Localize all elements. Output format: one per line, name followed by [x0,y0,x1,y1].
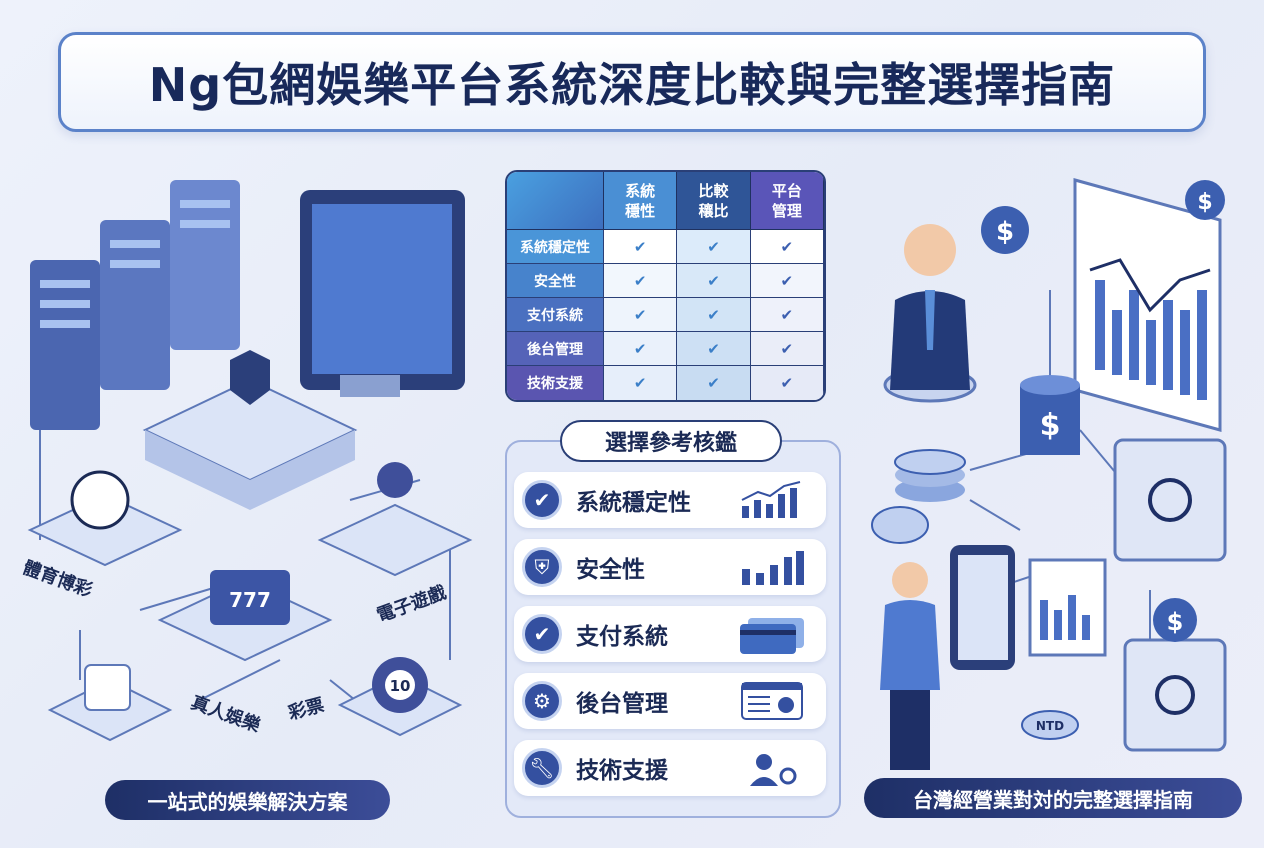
dice-platform [47,664,173,742]
businessman-icon [883,224,977,403]
svg-text:$: $ [1167,608,1184,636]
guide-item-label: 系統穩定性 [576,490,691,516]
check-icon: ✔ [604,366,678,400]
check-icon: ✔ [677,264,751,298]
guide-item: 🔧︎ 技術支援 [514,740,826,796]
guide-item-label: 支付系統 [576,624,668,650]
guide-item-label: 安全性 [576,557,645,583]
check-icon: ✔ [522,480,562,520]
guide-item: ✔ 系統穩定性 [514,472,826,528]
table-corner [507,172,604,230]
svg-text:NTD: NTD [1036,719,1064,733]
row-label: 安全性 [507,264,604,298]
row-label: 後台管理 [507,332,604,366]
credit-card-icon [740,618,804,654]
check-icon: ✔ [522,614,562,654]
sports-platform [27,470,183,567]
lottery-ball-icon: 10 [390,677,411,695]
dollar-cylinder-icon [1020,375,1080,455]
slot-machine-icon: 777 [229,588,271,612]
table-row: 系統穩定性✔✔✔ [507,230,824,264]
svg-text:$: $ [996,217,1014,247]
guide-item: ✔ 支付系統 [514,606,826,662]
safe-icon [1113,438,1227,562]
left-caption: 一站式的娛樂解決方案 [105,780,390,820]
table-row: 後台管理✔✔✔ [507,332,824,366]
dollar-coin-icon [1185,180,1225,220]
dollar-bubble-icon [981,206,1029,254]
settings-window-icon [741,682,803,720]
check-icon: ✔ [750,332,824,366]
platform-illustration: 777 10 [27,180,473,742]
server-rack-icon [30,180,240,430]
tablet-chart-icon [1028,558,1107,657]
soccer-ball-icon [70,470,130,530]
row-label: 系統穩定性 [507,230,604,264]
check-icon: ✔ [604,230,678,264]
business-illustration: $ $ $ $ NTD [871,178,1227,770]
lottery-platform: 10 [337,657,463,737]
slot-platform: 777 [157,570,333,662]
bar-chart-icon [742,551,804,585]
man-with-phone-icon [880,562,940,770]
check-icon: ✔ [677,366,751,400]
title-banner: Ng包網娛樂平台系統深度比較與完整選擇指南 [58,32,1206,132]
svg-text:$: $ [1040,408,1061,443]
table-row: 支付系統✔✔✔ [507,298,824,332]
phone-icon [950,545,1015,670]
safe-icon [1123,638,1227,752]
guide-title: 選擇參考核鑑 [560,420,782,462]
check-icon: ✔ [750,366,824,400]
guide-item-label: 後台管理 [576,691,668,717]
column-header: 平台 管理 [750,172,824,230]
row-label: 支付系統 [507,298,604,332]
table-row: 技術支援✔✔✔ [507,366,824,400]
row-label: 技術支援 [507,366,604,400]
line-chart-icon [741,481,801,518]
guide-item-label: 技術支援 [576,758,668,784]
support-agent-icon [750,754,797,786]
check-icon: ✔ [750,230,824,264]
column-header: 比較 穰比 [677,172,751,230]
right-caption: 台灣經營業對対的完整選擇指南 [864,778,1242,818]
svg-text:$: $ [1197,190,1212,215]
check-icon: ✔ [677,332,751,366]
page-title: Ng包網娛樂平台系統深度比較與完整選擇指南 [148,58,1116,112]
dollar-coin-icon [1153,598,1197,642]
check-icon: ✔ [750,264,824,298]
guide-item: ⚙ 後台管理 [514,673,826,729]
check-icon: ✔ [604,332,678,366]
dealer-icon [377,462,413,498]
shield-check-icon: ⛨ [522,547,562,587]
column-header: 系統 穩性 [604,172,678,230]
gear-icon: ⚙ [522,681,562,721]
check-icon: ✔ [677,298,751,332]
egames-platform [317,462,473,577]
table-row: 安全性✔✔✔ [507,264,824,298]
wrench-icon: 🔧︎ [522,748,562,788]
check-icon: ✔ [604,298,678,332]
guide-item: ⛨ 安全性 [514,539,826,595]
coin-stack-icon [871,449,966,544]
check-icon: ✔ [677,230,751,264]
check-icon: ✔ [604,264,678,298]
chart-window [1073,178,1222,432]
central-hub-icon [142,350,358,510]
comparison-table: 系統 穩性 比較 穰比 平台 管理 系統穩定性✔✔✔ 安全性✔✔✔ 支付系統✔✔… [505,170,826,402]
monitor-icon [300,190,465,397]
dice-icon [84,664,131,711]
ntd-coin-icon [1021,710,1079,740]
check-icon: ✔ [750,298,824,332]
